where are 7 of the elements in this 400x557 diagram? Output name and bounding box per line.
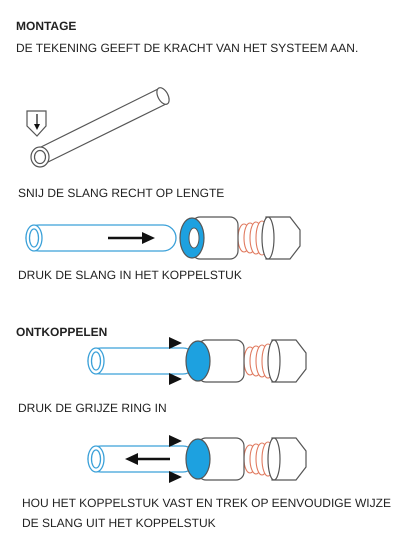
step-text: SNIJ DE SLANG RECHT OP LENGTE — [18, 185, 226, 202]
step-text: HOU HET KOPPELSTUK VAST EN TREK OP EENVOUDIGE WIJZE DE SLANG UIT HET KOPPELSTUK — [22, 495, 392, 532]
intro-text: DE TEKENING GEEFT DE KRACHT VAN HET SYSTEEM AAN. — [16, 40, 360, 57]
section-heading: MONTAGE — [16, 18, 78, 35]
section-heading: ONTKOPPELEN — [16, 324, 108, 341]
step-text: DRUK DE SLANG IN HET KOPPELSTUK — [18, 267, 243, 284]
step-text: DRUK DE GRIJZE RING IN — [18, 400, 168, 417]
